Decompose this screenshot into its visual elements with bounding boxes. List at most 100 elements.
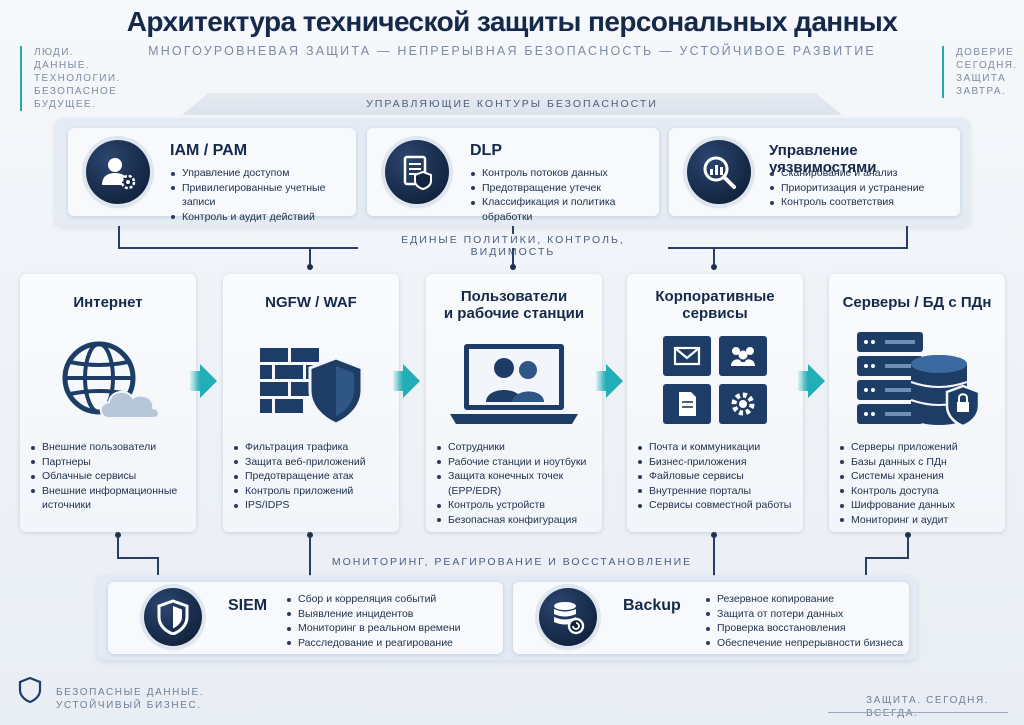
ngfw-waf-column: NGFW / WAF Фильтрация трафика Защита веб… (223, 274, 399, 532)
list-item: Серверы приложений (839, 440, 1001, 455)
list-item: Контроль потоков данных (470, 166, 659, 181)
siem-card: SIEM Сбор и корреляция событий Выявление… (108, 582, 503, 654)
list-item: Контроль устройств (436, 498, 598, 513)
list-item: Контроль и аудит действий (170, 210, 356, 225)
right-motto-line: Доверие (956, 47, 1015, 58)
list-item: Файловые сервисы (637, 469, 799, 484)
list-item: Сервисы совместной работы (637, 498, 799, 513)
list-item: Расследование и реагирование (286, 636, 461, 651)
list-item: Выявление инцидентов (286, 607, 461, 622)
column-feature-list: Серверы приложений Базы данных с ПДн Сис… (839, 440, 1001, 527)
right-motto: Доверие сегодня. Защита завтра. (942, 46, 1022, 98)
list-item: Внешние пользователи (30, 440, 192, 455)
connector-line (668, 247, 908, 249)
column-feature-list: Внешние пользователи Партнеры Облачные с… (30, 440, 192, 513)
connector-line (309, 536, 311, 576)
column-feature-list: Сотрудники Рабочие станции и ноутбуки За… (436, 440, 598, 527)
list-item: Защита от потери данных (705, 607, 903, 622)
globe-cloud-icon (55, 336, 165, 431)
connector-line (309, 248, 311, 266)
corporate-services-column: Корпоративные сервисы Почта и коммуникац… (627, 274, 803, 532)
firewall-shield-icon (258, 340, 368, 435)
right-motto-line: завтра. (956, 86, 1007, 97)
column-feature-list: Почта и коммуникации Бизнес-приложения Ф… (637, 440, 799, 513)
shield-icon (144, 588, 202, 646)
list-item: Бизнес-приложения (637, 455, 799, 470)
connector-line (865, 557, 867, 575)
connector-dot (711, 532, 717, 538)
card-feature-list: Управление доступом Привилегированные уч… (170, 166, 356, 224)
card-feature-list: Контроль потоков данных Предотвращение у… (470, 166, 659, 224)
column-title: Пользователи и рабочие станции (443, 288, 585, 322)
connector-line (713, 248, 715, 266)
vulnerability-card: Управление уязвимостями Сканирование и а… (669, 128, 960, 216)
connector-line (117, 536, 119, 558)
flow-arrow-icon (606, 364, 623, 398)
list-item: Безопасная конфигурация (436, 513, 598, 528)
left-motto-line: Люди. (34, 47, 74, 58)
card-title: Backup (623, 597, 681, 614)
flow-arrow-tail (190, 371, 200, 391)
list-item: Базы данных с ПДн (839, 455, 1001, 470)
connector-dot (510, 264, 516, 270)
flow-arrow-tail (393, 371, 403, 391)
list-item: Рабочие станции и ноутбуки (436, 455, 598, 470)
list-item: Внешние информационные источники (30, 484, 192, 513)
document-shield-icon (385, 140, 449, 204)
flow-arrow-tail (596, 371, 606, 391)
left-motto-line: Данные. (34, 60, 90, 71)
iam-pam-card: IAM / PAM Управление доступом Привилегир… (68, 128, 356, 223)
flow-arrow-icon (200, 364, 217, 398)
left-motto-line: будущее. (34, 99, 97, 110)
list-item: Резервное копирование (705, 592, 903, 607)
left-motto: Люди. Данные. Технологии. Безопасное буд… (20, 46, 120, 111)
list-item: Сотрудники (436, 440, 598, 455)
list-item: Мониторинг в реальном времени (286, 621, 461, 636)
connector-line (117, 557, 159, 559)
footer-slogan-line: Безопасные данные. (56, 687, 205, 698)
connector-line (157, 557, 159, 575)
list-item: IPS/IDPS (233, 498, 395, 513)
list-item: Защита веб-приложений (233, 455, 395, 470)
card-title: IAM / PAM (170, 142, 248, 159)
list-item: Шифрование данных (839, 498, 1001, 513)
right-motto-line: сегодня. (956, 60, 1018, 71)
column-title: Корпоративные сервисы (655, 288, 775, 322)
card-feature-list: Сканирование и анализ Приоритизация и ус… (769, 166, 924, 210)
server-database-icon (857, 330, 981, 435)
list-item: Контроль приложений (233, 484, 395, 499)
governance-band (182, 93, 842, 115)
card-title: Управление уязвимостями (769, 142, 877, 176)
connector-dot (711, 264, 717, 270)
column-title: Серверы / БД с ПДн (842, 294, 992, 311)
connector-line (512, 248, 514, 266)
connector-line (512, 226, 514, 234)
policy-label: Единые политики, контроль, видимость (401, 234, 625, 258)
connector-line (907, 536, 909, 558)
services-grid-icon (663, 336, 769, 433)
footer-slogan-line: Устойчивый бизнес. (56, 700, 202, 711)
card-title: SIEM (228, 597, 268, 614)
flow-arrow-icon (403, 364, 420, 398)
list-item: Внутренние порталы (637, 484, 799, 499)
card-feature-list: Сбор и корреляция событий Выявление инци… (286, 592, 461, 650)
magnifier-chart-icon (687, 140, 751, 204)
list-item: Управление доступом (170, 166, 356, 181)
footer-shield-icon (18, 676, 42, 709)
list-item: Мониторинг и аудит (839, 513, 1001, 528)
list-item: Обеспечение непрерывности бизнеса (705, 636, 903, 651)
card-title: DLP (470, 142, 502, 159)
connector-line (865, 557, 909, 559)
column-feature-list: Фильтрация трафика Защита веб-приложений… (233, 440, 395, 513)
left-motto-line: Технологии. (34, 73, 121, 84)
database-restore-icon (539, 588, 597, 646)
connector-dot (307, 264, 313, 270)
connector-line (906, 226, 908, 248)
list-item: Приоритизация и устранение (769, 181, 924, 196)
connector-line (118, 247, 358, 249)
internet-column: Интернет Внешние пользователи Партнеры О… (20, 274, 196, 532)
list-item: Предотвращение утечек (470, 181, 659, 196)
backup-card: Backup Резервное копирование Защита от п… (513, 582, 909, 654)
dlp-card: DLP Контроль потоков данных Предотвращен… (367, 128, 659, 223)
right-motto-line: Защита (956, 73, 1007, 84)
